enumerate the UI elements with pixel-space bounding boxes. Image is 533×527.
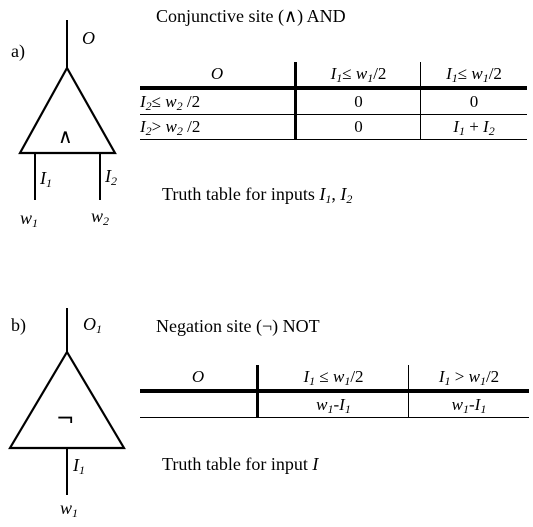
and-table-row1-header: I2≤ w2 /2: [140, 88, 297, 115]
and-input1-label: I1: [40, 168, 52, 190]
not-table-col1: I1 ≤ w1/2: [257, 365, 409, 393]
and-table-cell-2-2: I1 + I2: [420, 114, 527, 140]
and-triangle: [18, 65, 117, 155]
and-table-cell-2-1: 0: [295, 114, 421, 140]
and-caption: Truth table for inputs I1, I2: [162, 184, 353, 206]
not-gate: [8, 308, 126, 495]
not-table-cell-1-2: w1-I1: [408, 391, 529, 418]
and-table-cell-1-2: 0: [420, 88, 527, 115]
not-table-cell-1-1: w1-I1: [257, 391, 409, 418]
not-table-col2: I1 > w1/2: [408, 365, 529, 393]
not-output-label: O1: [83, 314, 102, 336]
not-weight-label: w1: [60, 498, 79, 520]
and-table-row2-header: I2> w2 /2: [140, 114, 297, 140]
not-triangle: [8, 349, 126, 450]
and-table-cell-1-1: 0: [295, 88, 421, 115]
not-input-label: I1: [73, 455, 85, 477]
and-truth-table: O I1≤ w1/2 I1≤ w1/2 I2≤ w2 /2 0 0 I2> w2…: [140, 62, 527, 140]
and-weight2-label: w2: [91, 206, 110, 228]
not-table-corner: O: [140, 365, 259, 393]
and-input2-label: I2: [105, 166, 117, 188]
not-truth-table: O I1 ≤ w1/2 I1 > w1/2 w1-I1 w1-I1: [140, 365, 529, 418]
and-table-row2: I2> w2 /2 0 I1 + I2: [140, 114, 527, 140]
panel-a-label: a): [11, 41, 25, 61]
and-title: Conjunctive site (∧) AND: [156, 6, 346, 26]
not-table-row1-header: [140, 391, 259, 418]
and-symbol: ∧: [58, 124, 73, 148]
and-table-row1: I2≤ w2 /2 0 0: [140, 88, 527, 115]
not-symbol: ¬: [56, 407, 75, 432]
and-output-label: O: [82, 28, 95, 48]
and-table-corner: O: [140, 62, 297, 90]
not-table-row1: w1-I1 w1-I1: [140, 391, 529, 418]
and-table-col2: I1≤ w1/2: [420, 62, 527, 90]
not-title: Negation site (¬) NOT: [156, 316, 320, 336]
and-gate: [18, 20, 117, 200]
and-weight1-label: w1: [20, 208, 39, 230]
and-table-header: O I1≤ w1/2 I1≤ w1/2: [140, 62, 527, 90]
and-table-col1: I1≤ w1/2: [295, 62, 421, 90]
not-caption: Truth table for input I: [162, 454, 319, 474]
not-table-header: O I1 ≤ w1/2 I1 > w1/2: [140, 365, 529, 393]
panel-b-label: b): [11, 315, 26, 335]
